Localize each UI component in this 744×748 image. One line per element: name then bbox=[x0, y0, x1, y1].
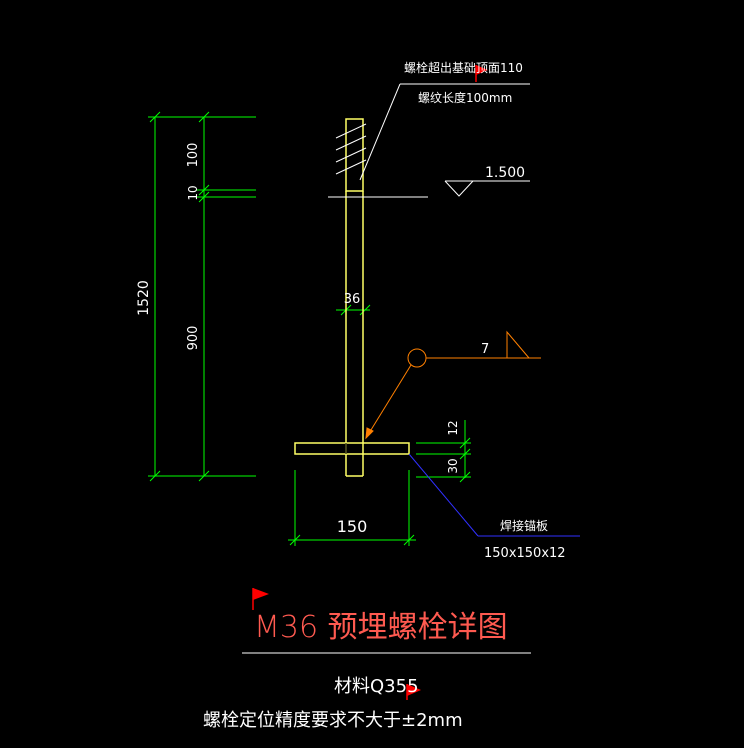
thread-length-label: 螺纹长度100mm bbox=[418, 90, 512, 105]
weld-plate-label: 焊接锚板 bbox=[500, 518, 548, 533]
plate-leader bbox=[408, 453, 580, 537]
dim-plate-thk: 12 bbox=[446, 420, 460, 435]
dim-thread: 100 bbox=[186, 143, 201, 168]
top-leader bbox=[359, 83, 530, 181]
title-main: M36 预埋螺栓详图 bbox=[254, 610, 508, 645]
ground-elevation bbox=[328, 180, 530, 198]
bolt-exposure-label: 螺栓超出基础顶面110 bbox=[404, 60, 523, 75]
dimension-lines bbox=[148, 111, 471, 546]
weld-leader bbox=[365, 330, 541, 440]
title-note: 螺栓定位精度要求不大于±2mm bbox=[203, 710, 463, 731]
dim-embed: 900 bbox=[186, 326, 201, 351]
dim-plate-offset: 30 bbox=[446, 458, 460, 473]
dim-diameter: 36 bbox=[344, 292, 361, 307]
flag-icon-2 bbox=[252, 588, 269, 610]
bolt-body bbox=[294, 118, 410, 477]
weld-size-label: 7 bbox=[481, 342, 489, 357]
flag-icon-3 bbox=[406, 684, 421, 700]
flag-icon-1 bbox=[475, 65, 488, 82]
dim-plate-width: 150 bbox=[337, 517, 368, 536]
plate-size-label: 150x150x12 bbox=[484, 546, 566, 561]
thread-hatch bbox=[335, 123, 367, 175]
dim-gap: 10 bbox=[186, 185, 200, 200]
dim-total: 1520 bbox=[136, 280, 152, 316]
elevation-label: 1.500 bbox=[485, 165, 525, 181]
title-material: 材料Q355 bbox=[334, 676, 419, 697]
